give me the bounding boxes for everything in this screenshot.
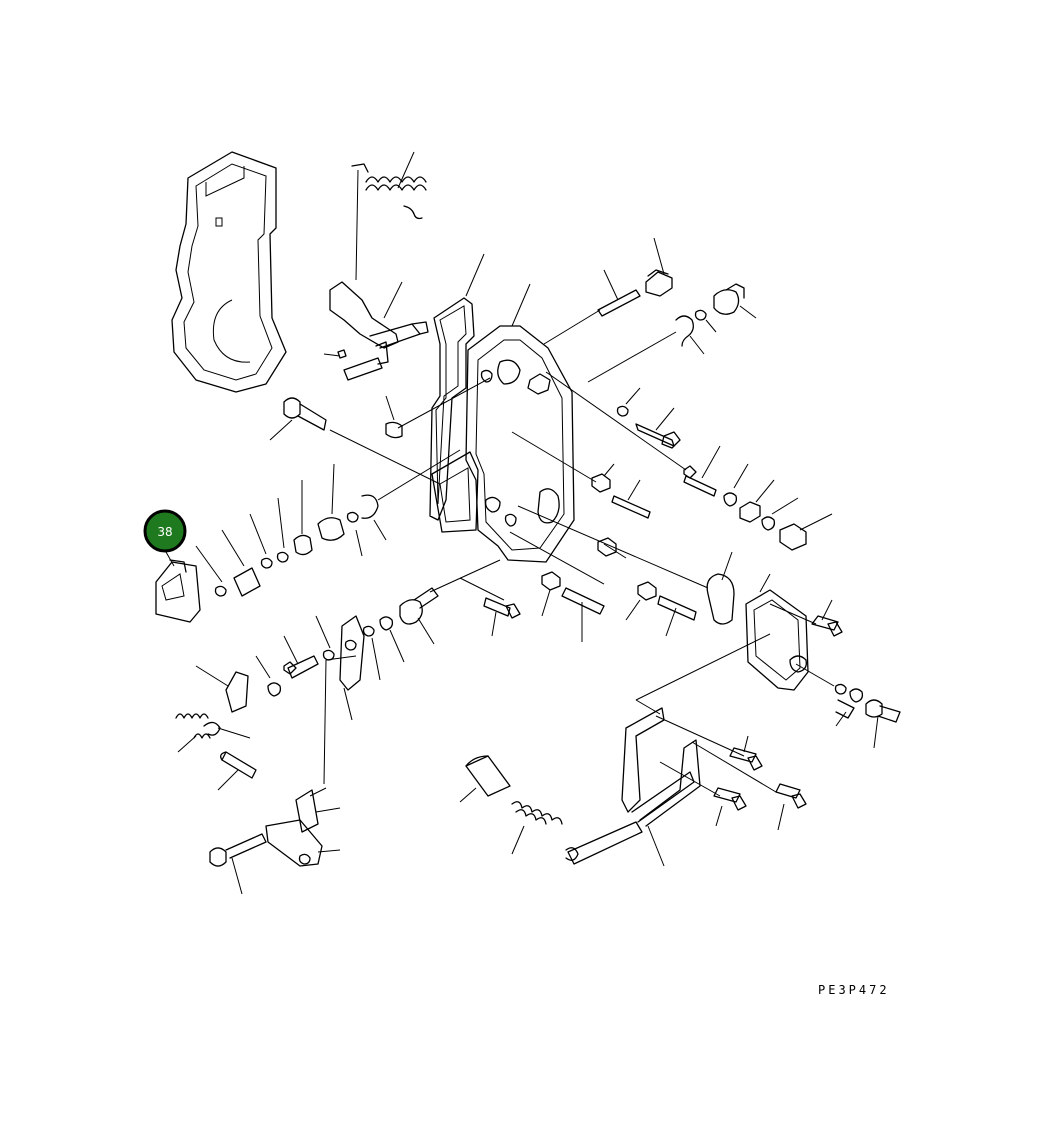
bracket-part-38	[155, 551, 201, 623]
bottom-left-bracket	[209, 659, 341, 895]
lower-left-lever	[175, 615, 365, 791]
callout-38[interactable]: 38	[143, 509, 187, 553]
governor-housing-body	[431, 283, 575, 563]
callout-label: 38	[157, 525, 172, 539]
mid-right-fasteners	[511, 371, 833, 551]
diagram-code: PE3P472	[818, 983, 890, 997]
central-lower-fasteners	[362, 505, 735, 681]
right-cover-plate	[635, 573, 901, 749]
gear-case-housing	[171, 151, 287, 393]
governor-lever	[323, 281, 429, 381]
long-bolt	[269, 377, 491, 485]
left-washer-row	[195, 449, 461, 597]
top-right-fasteners	[543, 237, 757, 383]
top-spring	[351, 151, 427, 281]
link-arm	[565, 699, 807, 867]
pin-and-spring	[459, 755, 563, 855]
gasket	[429, 253, 485, 521]
